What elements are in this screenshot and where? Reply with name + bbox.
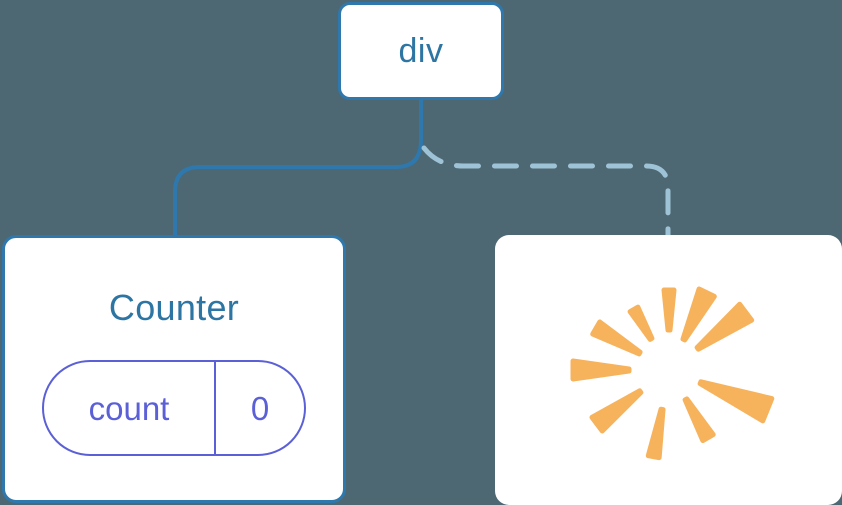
sparkle-ray-2	[661, 287, 676, 333]
node-counter[interactable]: Counter count 0	[2, 235, 346, 503]
edge-div-to-loading	[421, 145, 671, 241]
sparkle-ray-6	[589, 388, 643, 434]
sparkle-burst-icon	[570, 286, 774, 461]
state-value-label: 0	[250, 389, 270, 427]
edge-div-to-counter	[173, 98, 423, 239]
sparkle-ray-7	[645, 406, 666, 461]
node-div-label: div	[398, 32, 444, 70]
sparkle-burst-wrap	[495, 235, 842, 505]
sparkle-ray-3	[627, 304, 654, 342]
sparkle-ray-9	[697, 379, 774, 424]
node-div[interactable]: div	[338, 2, 504, 100]
node-loading[interactable]	[495, 235, 842, 505]
node-counter-label: Counter	[108, 287, 240, 328]
sparkle-ray-4	[589, 319, 643, 357]
state-key-label: count	[88, 389, 170, 427]
state-key-cell: count	[44, 362, 216, 454]
state-pill-count[interactable]: count 0	[42, 360, 306, 456]
sparkle-ray-1	[680, 286, 717, 343]
sparkle-ray-10	[694, 301, 754, 352]
state-value-cell: 0	[216, 362, 304, 454]
sparkle-ray-5	[570, 358, 631, 382]
sparkle-ray-8	[682, 396, 716, 444]
